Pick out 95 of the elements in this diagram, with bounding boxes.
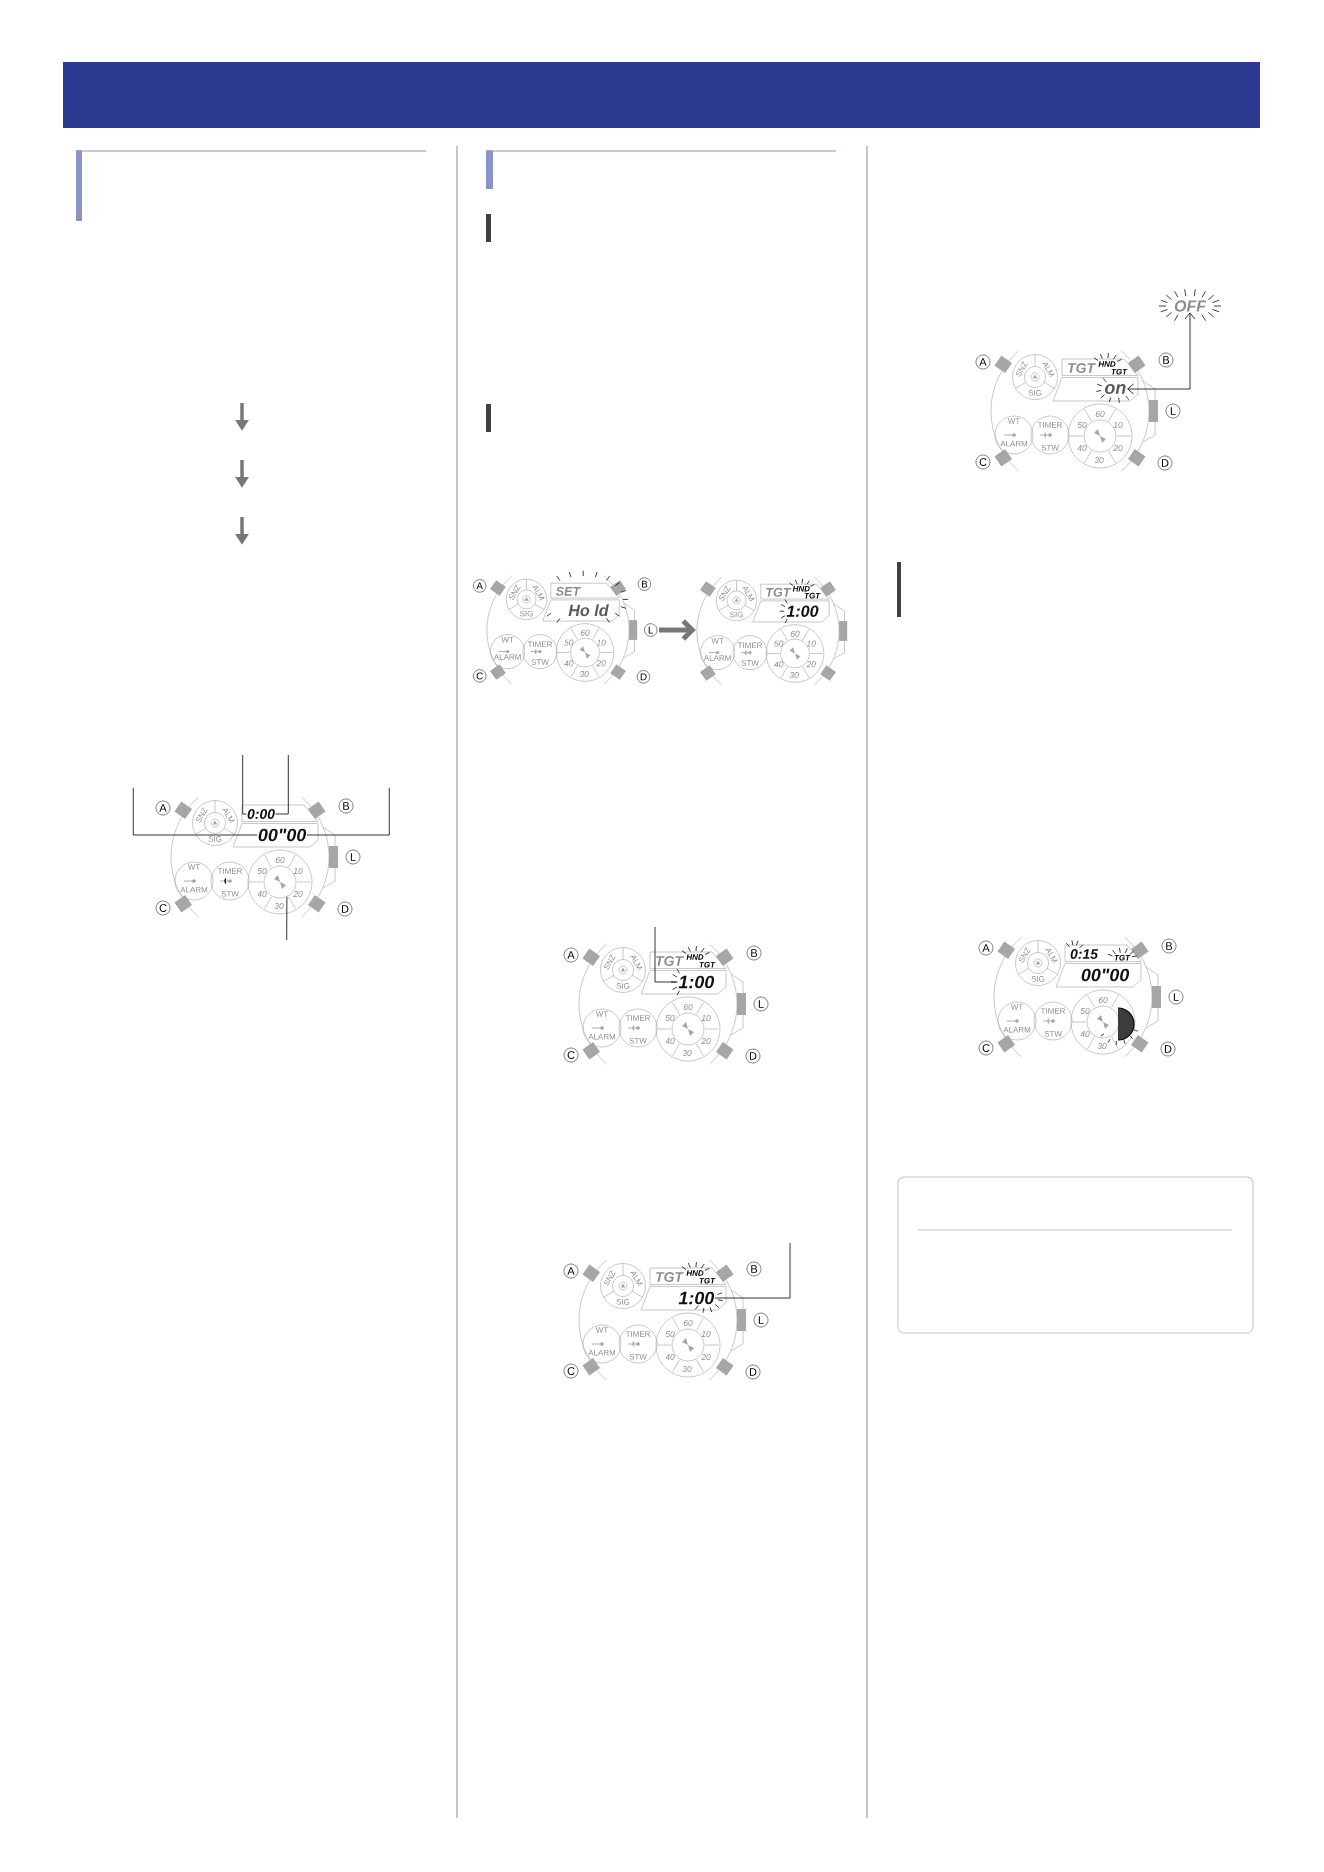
dial-number: 30 [682,1050,692,1056]
button-letter: L [644,623,658,637]
display-reading: 1:00 [786,605,819,617]
dial-number: 40 [257,891,267,897]
dial-number: 60 [1095,411,1105,417]
dial-number: 50 [665,1015,675,1021]
button-letter: B [746,945,762,961]
dial-number: 40 [1080,1031,1090,1037]
dial-number: 20 [596,660,606,667]
button-letter: L [753,1312,769,1328]
dial-number: 10 [701,1015,711,1021]
button-letter: A [975,354,991,370]
dial-number: 10 [1113,422,1123,428]
leader-line [132,787,258,836]
leader-line [286,896,288,941]
display-reading: TGT [656,1272,684,1282]
dial-number: 60 [1098,997,1108,1003]
button-letter: B [637,577,651,591]
display-reading: TGT [656,956,684,966]
button-letter: B [338,798,354,814]
leader-line [275,754,289,815]
button-letter: C [975,454,991,470]
button-letter: D [636,670,651,684]
dial-number: 20 [701,1038,711,1044]
button-letter: D [745,1364,761,1380]
dial-number: 30 [682,1366,692,1372]
dial-number: 30 [789,672,799,679]
dial-number: 10 [596,639,606,646]
dial-number: 50 [665,1331,675,1337]
leader-line [242,754,247,815]
dial-number: 10 [701,1331,711,1337]
button-letter: B [1158,352,1174,368]
button-letter: C [563,1047,579,1063]
dial-number: 40 [564,660,574,667]
dial-number: 60 [683,1320,693,1326]
button-letter: L [345,849,361,865]
button-letter: A [563,947,579,963]
button-letter: L [753,996,769,1012]
button-letter: B [746,1261,762,1277]
display-reading: 1:00 [678,1291,715,1305]
dial-number: 50 [564,639,574,646]
display-reading: Ho ld [568,604,609,617]
dial-number: 40 [665,1354,675,1360]
display-reading: OFF [1174,300,1207,312]
dial-number: 30 [1097,1043,1107,1049]
dial-number: 40 [774,661,784,668]
display-reading: 0:15 [1070,949,1099,959]
dial-number: 10 [806,640,816,647]
watch-drawing [696,576,848,686]
button-letter: B [1161,938,1177,954]
button-letter: L [1168,989,1184,1005]
dial-number: 40 [665,1038,675,1044]
dial-number: 60 [683,1004,693,1010]
button-letter: A [473,579,487,593]
dial-number: 20 [293,891,303,897]
button-letter: C [155,900,171,916]
dial-number: 50 [257,868,267,874]
dial-number: 40 [1077,445,1087,451]
arrow [1127,312,1196,395]
display-reading: TGT [1068,363,1096,373]
dial-number: 20 [806,661,816,668]
display-reading: 00"00 [258,828,307,842]
button-letter: D [337,901,353,917]
button-letter: C [473,669,487,683]
button-letter: A [978,940,994,956]
display-reading: 0:00 [247,809,275,819]
dial-number: 60 [790,630,800,637]
dial-number: 30 [579,671,589,678]
display-reading: SET [555,586,581,596]
display-reading: on [1104,384,1126,394]
button-letter: D [1160,1041,1176,1057]
dial-number: 50 [1080,1008,1090,1014]
display-reading: 1:00 [678,975,715,989]
dial-number: 20 [1113,445,1123,451]
button-letter: D [1157,455,1173,471]
dial-number: 30 [1094,457,1104,463]
button-letter: C [978,1040,994,1056]
button-letter: C [563,1363,579,1379]
button-letter: L [1165,403,1181,419]
dial-number: 60 [580,629,590,636]
button-letter: D [745,1048,761,1064]
display-reading: 00"00 [1081,968,1130,982]
button-letter: A [155,800,171,816]
display-reading: TGT [766,587,792,597]
arrow [659,619,696,641]
watch-drawing [486,575,638,685]
leader-line [306,787,390,836]
dial-number: 50 [774,640,784,647]
dial-number: 50 [1077,422,1087,428]
button-letter: A [563,1263,579,1279]
leader-line [714,1242,791,1299]
dial-number: 10 [293,868,303,874]
dial-number: 30 [274,903,284,909]
leader-line [654,926,679,983]
dial-number: 20 [701,1354,711,1360]
